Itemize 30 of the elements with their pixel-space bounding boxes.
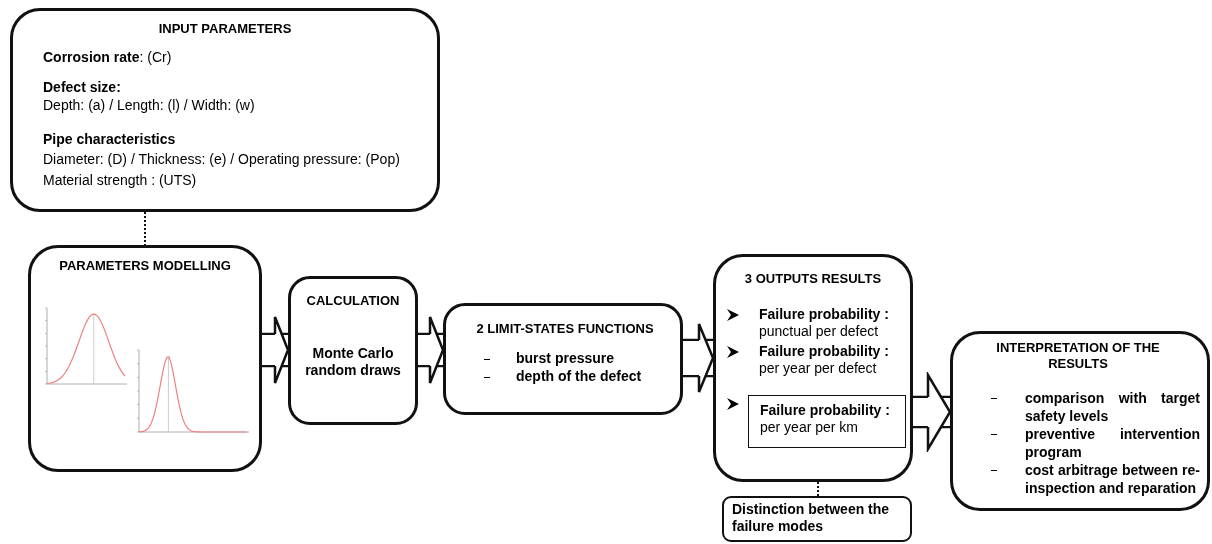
box-text: cost arbitrage between re-inspection and reparation xyxy=(1025,461,1200,497)
box-text: Failure probability : per year per km xyxy=(760,402,891,436)
box-text: Material strength : (UTS) xyxy=(43,172,198,189)
box-text: Distinction between the failure modes xyxy=(732,501,891,535)
process-box xyxy=(10,8,440,212)
box-heading: PARAMETERS MODELLING xyxy=(58,258,232,274)
box-text: Pipe characteristics xyxy=(43,131,177,148)
box-heading: CALCULATION xyxy=(305,293,401,309)
box-heading: INTERPRETATION OF THE RESULTS xyxy=(995,340,1161,372)
process-box xyxy=(950,331,1210,511)
box-text: Defect size: xyxy=(43,79,122,96)
box-text: Failure probability : per year per defect xyxy=(759,343,890,377)
box-text: depth of the defect xyxy=(516,368,643,385)
box-text: burst pressure xyxy=(516,350,616,367)
process-box xyxy=(722,496,912,542)
box-heading: 3 OUTPUTS RESULTS xyxy=(743,271,883,287)
box-heading: INPUT PARAMETERS xyxy=(157,21,293,37)
box-text: Corrosion rate: (Cr) xyxy=(43,49,173,66)
process-box xyxy=(443,303,683,415)
process-box xyxy=(28,245,262,472)
highlight-box xyxy=(748,395,906,448)
process-box xyxy=(288,276,418,425)
dotted-line xyxy=(144,211,146,246)
box-text: Failure probability : punctual per defect xyxy=(759,306,890,340)
box-text: Monte Carlo random draws xyxy=(304,345,402,379)
dotted-line xyxy=(817,481,819,497)
process-box xyxy=(713,254,913,482)
box-text: Diameter: (D) / Thickness: (e) / Operating pressure: (Pop) xyxy=(43,151,401,168)
box-text: Depth: (a) / Length: (l) / Width: (w) xyxy=(43,97,256,114)
box-heading: 2 LIMIT-STATES FUNCTIONS xyxy=(475,321,655,337)
